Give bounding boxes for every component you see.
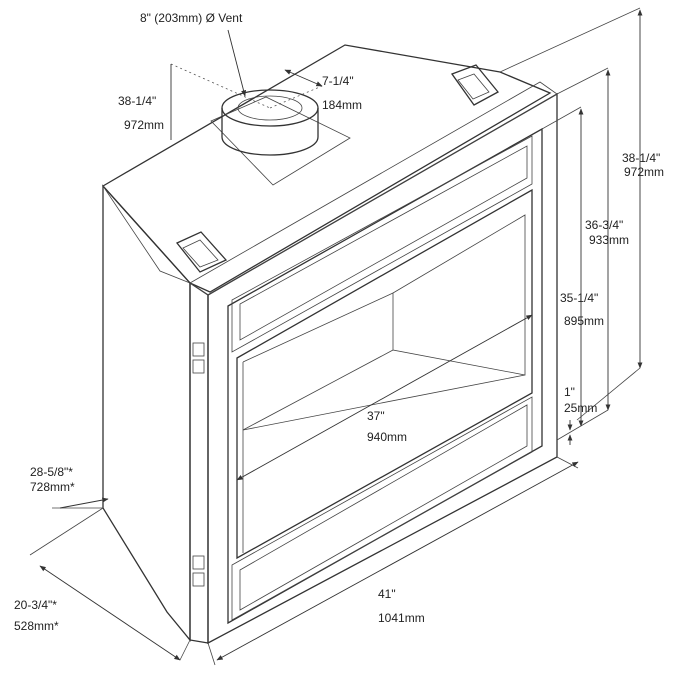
dimension-lines	[29, 7, 643, 666]
vent-collar	[170, 63, 351, 186]
latch-upper	[192, 342, 205, 374]
opening-height-metric: 895mm	[564, 314, 604, 328]
upper-screen-mesh	[239, 145, 528, 341]
vent-offset-metric: 184mm	[322, 98, 362, 112]
firebox-back	[392, 214, 526, 376]
top-height-metric: 972mm	[124, 118, 164, 132]
left-side-panel	[102, 184, 191, 642]
frame-height-metric: 933mm	[589, 233, 629, 247]
overall-height-imperial: 38-1/4"	[622, 151, 660, 165]
latch-lower	[192, 555, 205, 587]
top-height-imperial: 38-1/4"	[118, 94, 156, 108]
opening-height-imperial: 35-1/4"	[560, 291, 598, 305]
overall-width-metric: 1041mm	[378, 611, 425, 625]
frame-height-imperial: 36-3/4"	[585, 218, 623, 232]
nailing-bracket-top-right	[450, 64, 499, 106]
depth-lower-imperial: 20-3/4"*	[14, 598, 57, 612]
vent-label: 8" (203mm) Ø Vent	[140, 11, 243, 25]
frame-face	[207, 92, 558, 645]
depth-upper-imperial: 28-5/8"*	[30, 465, 73, 479]
base-offset-metric: 25mm	[564, 401, 597, 415]
dimension-labels: 8" (203mm) Ø Vent 7-1/4" 184mm 38-1/4" 9…	[14, 11, 664, 633]
depth-lower-metric: 528mm*	[14, 619, 59, 633]
opening-width-imperial: 37"	[367, 409, 385, 423]
base-offset-imperial: 1"	[564, 385, 575, 399]
glass-opening	[236, 188, 533, 560]
opening-width-metric: 940mm	[367, 430, 407, 444]
front-frame	[189, 81, 558, 645]
vent-offset-imperial: 7-1/4"	[322, 74, 354, 88]
frame-side	[189, 281, 209, 644]
depth-upper-metric: 728mm*	[30, 480, 75, 494]
overall-width-imperial: 41"	[378, 587, 396, 601]
overall-height-metric: 972mm	[624, 165, 664, 179]
nailing-bracket-top-left	[175, 231, 228, 273]
